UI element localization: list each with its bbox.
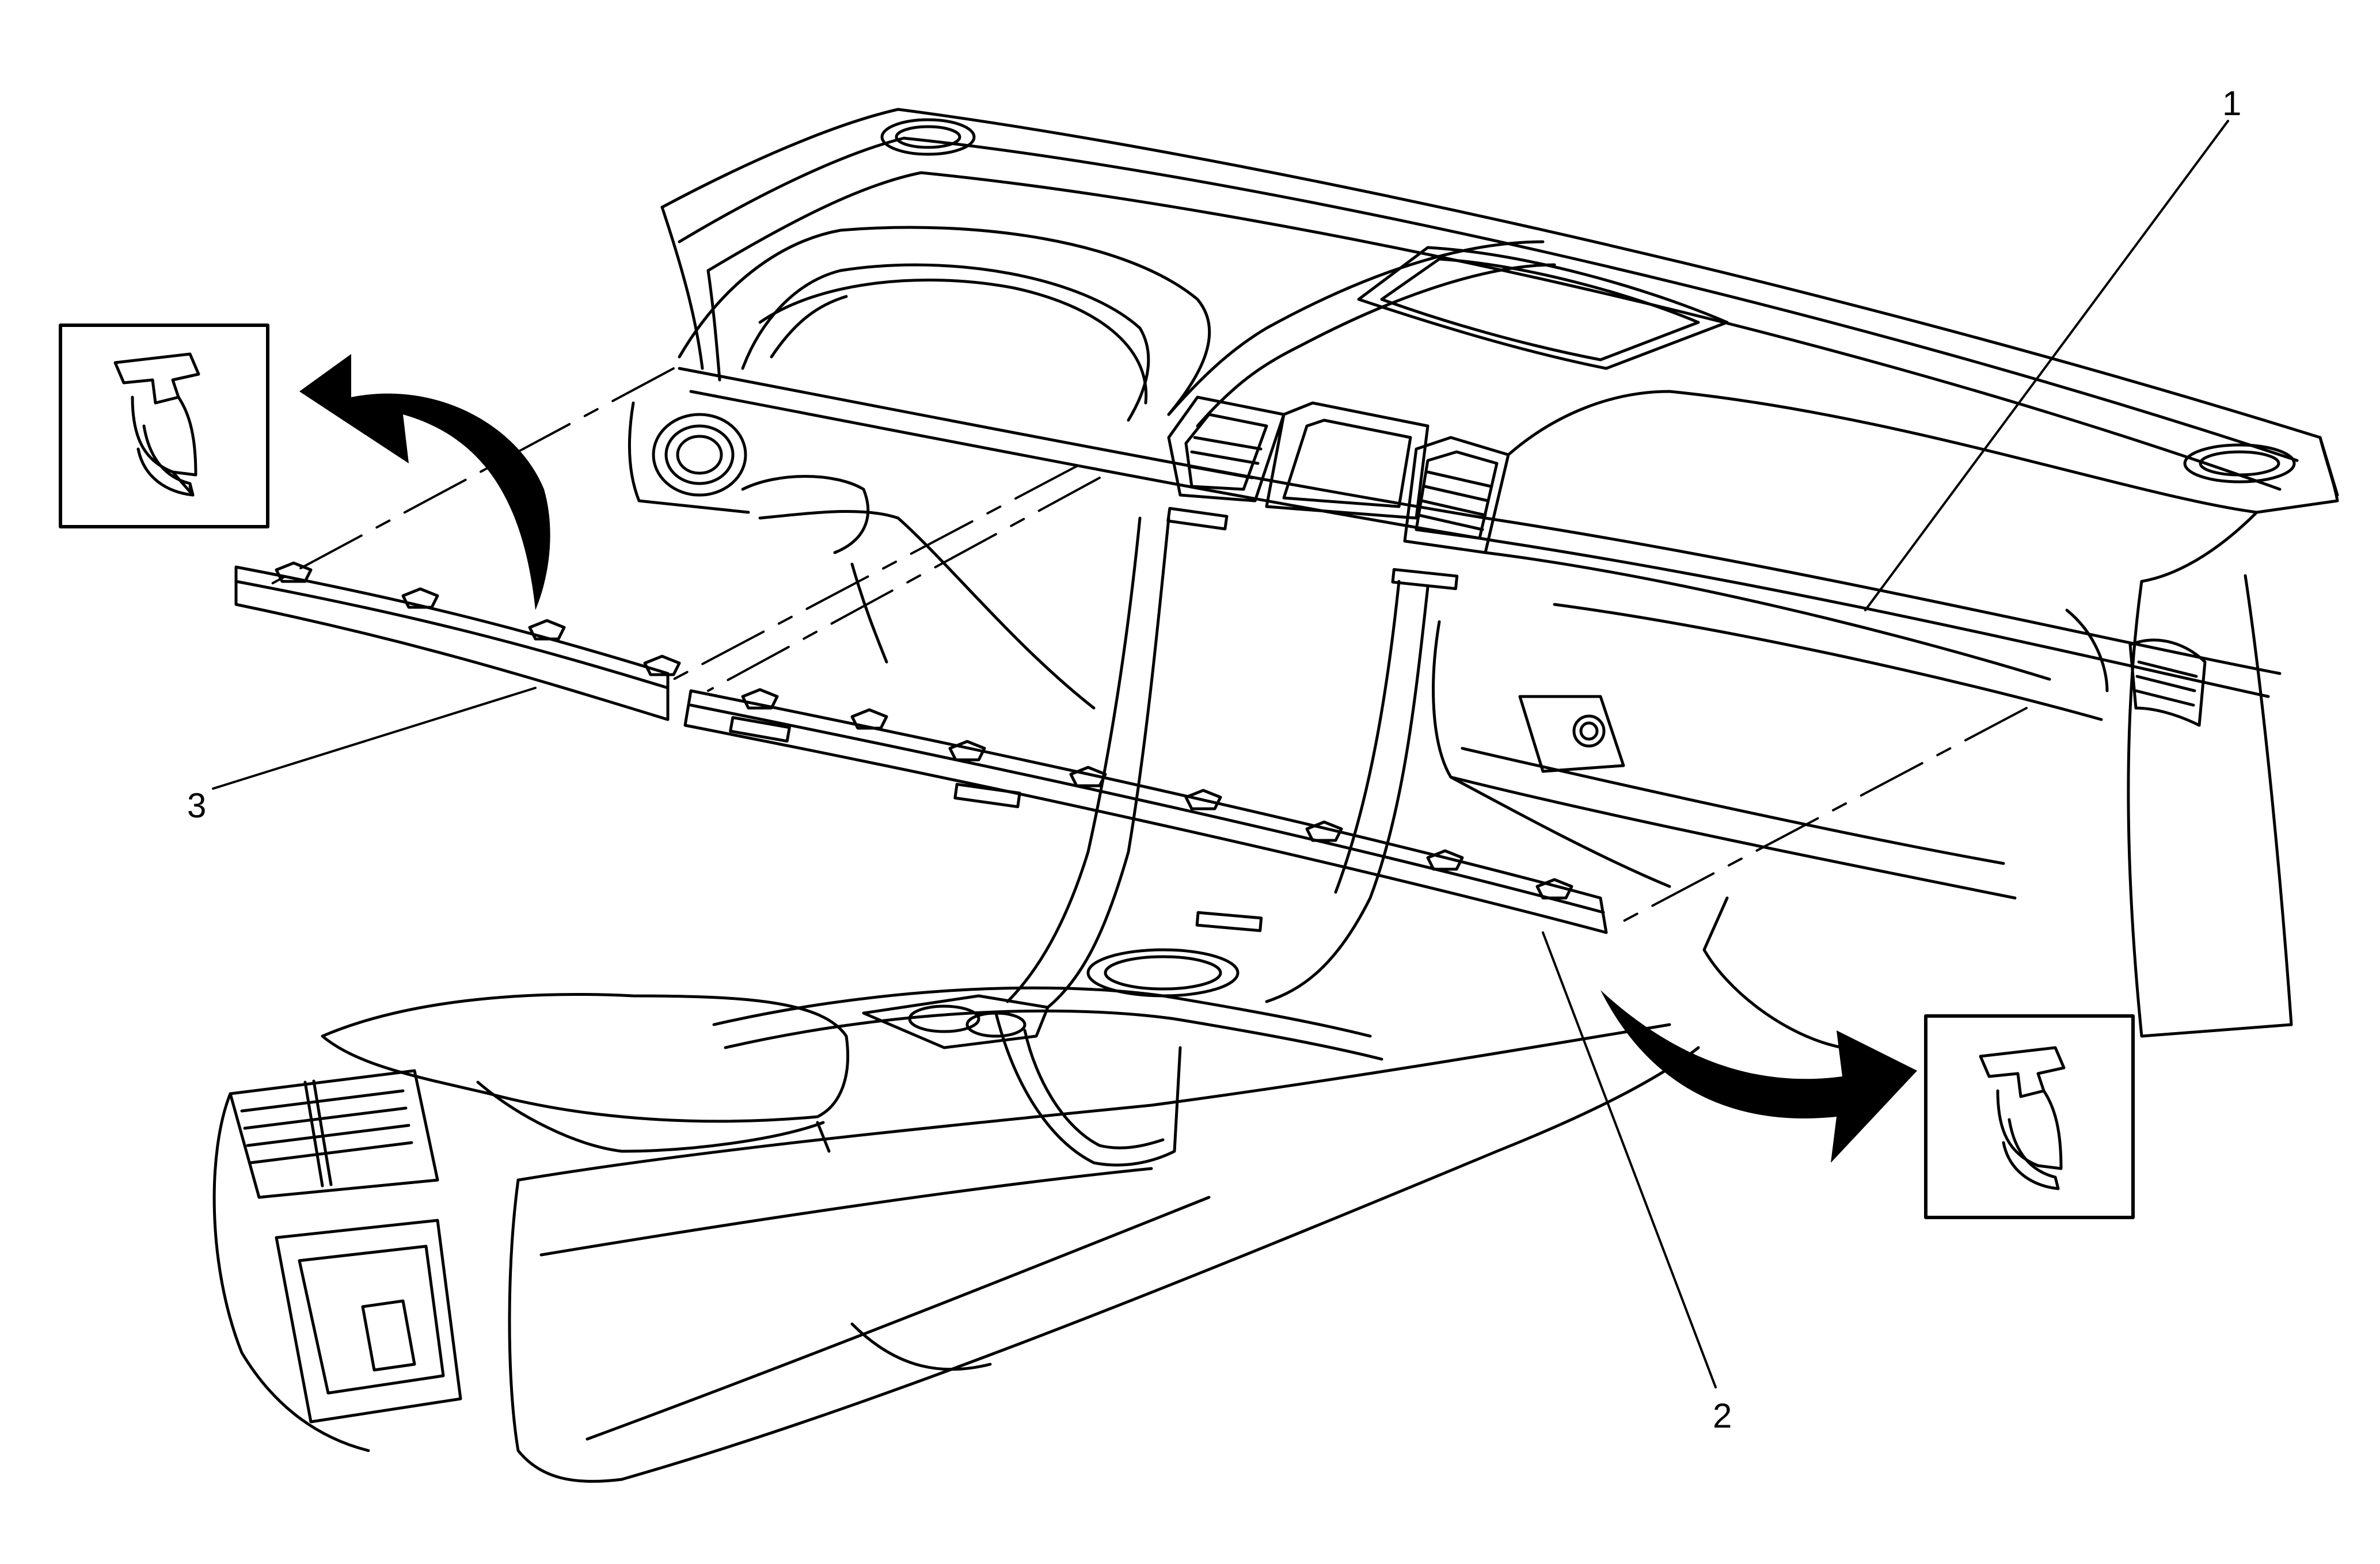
right-trim-plate <box>683 688 1608 934</box>
cupholder <box>1086 948 1240 998</box>
glove-box <box>1432 620 2017 900</box>
retaining-clip-icon <box>1979 1046 2066 1190</box>
armrest <box>321 993 849 1153</box>
leader-lines <box>212 120 2229 1388</box>
right-clip-detail <box>1924 1014 2135 1219</box>
alignment-lines <box>269 367 2028 922</box>
left-trim-plate <box>234 561 681 721</box>
center-console <box>212 516 1700 1483</box>
left-clip-detail <box>59 324 269 528</box>
callout-3: 3 <box>187 786 206 825</box>
retaining-clip-icon <box>113 352 200 497</box>
callout-2: 2 <box>1713 1396 1732 1435</box>
left-removal-arrow <box>299 354 550 610</box>
right-side-vent <box>2128 638 2207 727</box>
instrument-panel <box>628 108 2339 1049</box>
center-display <box>1265 401 1429 520</box>
rear-storage <box>275 1219 462 1424</box>
left-round-vent <box>652 413 747 497</box>
callout-1: 1 <box>2222 84 2241 123</box>
rear-console-vent <box>229 1069 439 1199</box>
right-removal-arrow <box>1600 990 1917 1163</box>
